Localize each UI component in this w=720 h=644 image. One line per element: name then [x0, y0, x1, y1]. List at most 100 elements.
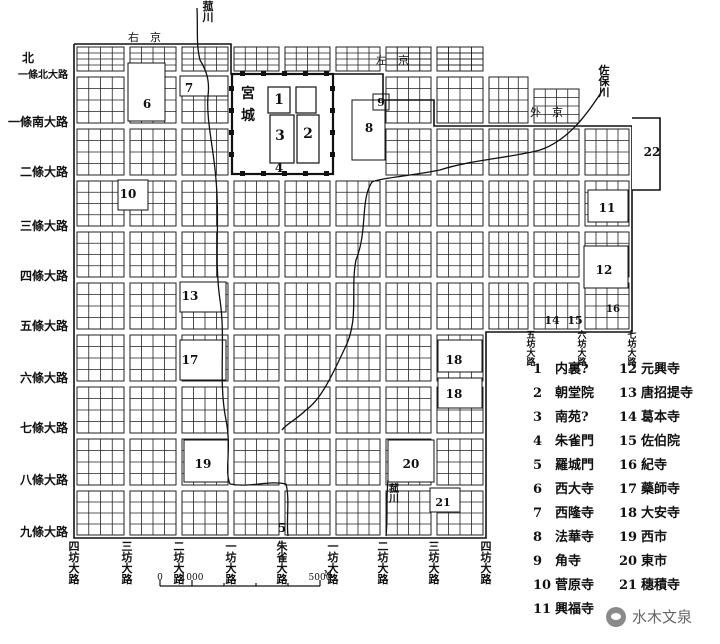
ward-block — [76, 128, 125, 176]
ward-block — [284, 180, 331, 227]
legend-item: 6 西大寺 — [533, 478, 594, 497]
svg-text:大: 大 — [627, 347, 636, 359]
ward-block — [436, 76, 484, 124]
watermark-text: 水木文泉 — [632, 608, 693, 626]
svg-text:坊: 坊 — [226, 550, 237, 564]
ward-block — [584, 128, 630, 176]
ward-block — [335, 386, 381, 434]
ward-block — [385, 128, 432, 176]
ward-block — [488, 128, 529, 176]
ward-block — [284, 386, 331, 434]
legend-number: 18 — [619, 506, 638, 521]
palace-gate — [240, 171, 245, 176]
ward-block — [284, 46, 331, 72]
svg-text:佐: 佐 — [598, 63, 610, 77]
site-number-10: 10 — [120, 187, 137, 201]
ward-block — [533, 128, 580, 176]
ward-block — [76, 180, 125, 227]
label-river-saho: 佐保川 — [598, 63, 611, 99]
site-number-20: 20 — [403, 457, 420, 471]
ward-block — [436, 128, 484, 176]
site-number-7: 7 — [185, 81, 193, 95]
svg-text:坊: 坊 — [627, 338, 636, 350]
svg-text:六: 六 — [577, 329, 586, 341]
legend-name: 西隆寺 — [555, 506, 595, 521]
svg-text:三: 三 — [429, 540, 440, 553]
label-ukyo: 右 京 — [128, 30, 161, 44]
site-number-12: 12 — [596, 263, 613, 277]
legend-number: 16 — [619, 458, 638, 473]
label-sakyo: 左 京 — [376, 53, 409, 67]
palace-gate — [330, 152, 335, 157]
temple-site-10 — [117, 179, 149, 211]
svg-text:大: 大 — [481, 561, 492, 575]
ward-block — [284, 438, 331, 486]
ward-block — [533, 231, 580, 278]
ward-block — [181, 46, 229, 72]
ward-block — [385, 490, 432, 536]
svg-text:路: 路 — [174, 572, 186, 586]
palace-gate — [282, 71, 287, 76]
legend-number: 8 — [533, 530, 543, 545]
palace-gate — [229, 86, 234, 91]
ward-block — [284, 231, 331, 278]
legend-name: 角寺 — [555, 554, 582, 569]
svg-text:大: 大 — [226, 561, 237, 575]
ward-block — [76, 282, 125, 330]
capital-outline — [73, 43, 633, 539]
ward-block — [385, 46, 432, 72]
svg-text:四: 四 — [481, 540, 492, 553]
ward-block — [284, 282, 331, 330]
market-site-19 — [183, 439, 229, 483]
scale-unit: M — [324, 569, 332, 578]
street-label: 六條大路 — [20, 370, 69, 385]
legend-name: 元興寺 — [641, 362, 681, 377]
site-number-21: 21 — [435, 496, 450, 509]
ward-block — [76, 386, 125, 434]
temple-site-11 — [587, 189, 629, 223]
site-number-9: 9 — [377, 96, 385, 109]
temple-site-22 — [632, 117, 661, 191]
ward-block — [233, 46, 280, 72]
street-label: 八條大路 — [19, 472, 69, 487]
ward-block — [181, 490, 229, 536]
svg-text:路: 路 — [429, 572, 441, 586]
svg-text:四: 四 — [69, 540, 80, 553]
ward-block — [436, 46, 484, 72]
wechat-icon — [606, 606, 626, 627]
ward-block — [129, 386, 177, 434]
temple-site-12 — [583, 245, 629, 289]
ward-block — [181, 386, 229, 434]
ward-block — [284, 490, 331, 536]
legend-name: 西大寺 — [555, 482, 595, 497]
ward-block — [129, 490, 177, 536]
site-number-4: 4 — [275, 161, 283, 175]
ward-block — [335, 231, 381, 278]
legend-name: 藥師寺 — [641, 482, 681, 497]
ward-block — [436, 180, 484, 227]
svg-text:路: 路 — [378, 572, 390, 586]
palace-gate — [324, 71, 329, 76]
legend-number: 6 — [533, 482, 543, 497]
ward-block — [488, 231, 529, 278]
svg-text:宮: 宮 — [241, 85, 255, 102]
legend-number: 1 — [533, 362, 543, 377]
